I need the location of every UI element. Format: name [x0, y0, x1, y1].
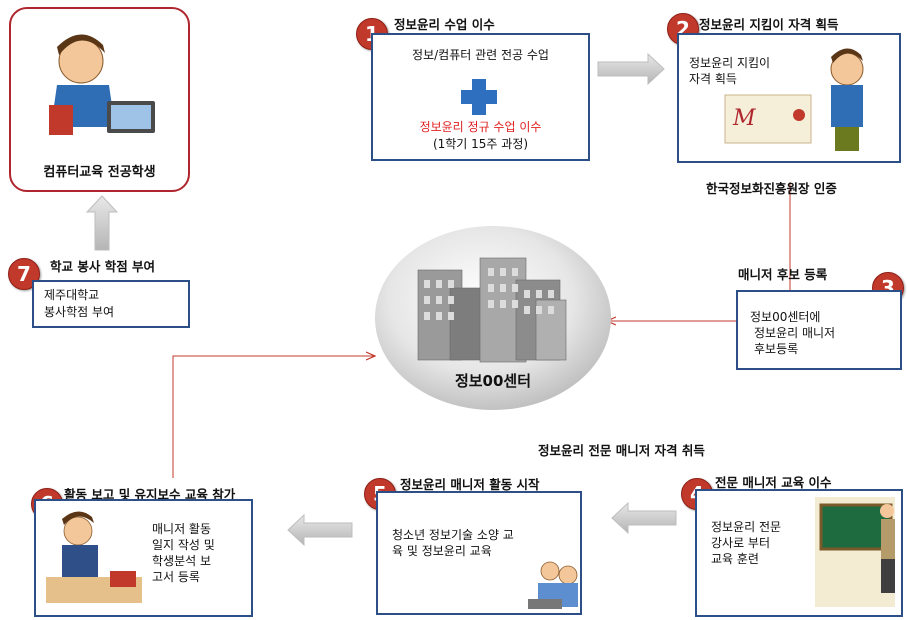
certificate-icon: M — [724, 48, 864, 151]
report-writer-icon — [46, 511, 142, 603]
teacher-icon — [815, 497, 895, 607]
step-7-title: 학교 봉사 학점 부여 — [50, 259, 156, 274]
step-3-title: 매니저 후보 등록 — [738, 267, 828, 282]
step-5-line1: 청소년 정보기술 소양 교 — [392, 528, 514, 542]
step-1-line3: (1학기 15주 과정) — [432, 137, 529, 151]
step-7-box: 제주대학교 봉사학점 부여 — [32, 280, 190, 328]
step-5-box: 청소년 정보기술 소양 교 육 및 정보윤리 교육 — [376, 491, 582, 615]
step-6-title: 활동 보고 및 유지보수 교육 참가 — [64, 487, 236, 502]
svg-text:M: M — [732, 106, 756, 131]
student-label: 컴퓨터교육 전공학생 — [43, 165, 156, 180]
step-3-box: 정보00센터에 정보윤리 매니저 후보등록 — [736, 290, 902, 370]
step-2-box: 정보윤리 지킴이 자격 획득 M — [677, 33, 901, 163]
center-label: 정보00센터 — [454, 372, 532, 390]
step-4-line3: 교육 훈련 — [711, 552, 759, 566]
step-3-line2: 정보윤리 매니저 — [754, 326, 836, 340]
step-1-title: 정보윤리 수업 이수 — [394, 17, 495, 32]
step-4-line1: 정보윤리 전문 — [711, 520, 782, 534]
students-icon — [528, 561, 578, 609]
step-6-line1: 매니저 활동 — [152, 522, 212, 536]
arrow-7-to-student — [85, 195, 119, 251]
step-7-line1: 제주대학교 — [44, 288, 100, 302]
step-6-line4: 고서 등록 — [152, 570, 200, 584]
step-2-body1: 정보윤리 지킴이 — [689, 56, 771, 70]
step-3-line1: 정보00센터에 — [750, 310, 821, 324]
arrow-5-to-6 — [287, 513, 353, 547]
step-4-caption: 정보윤리 전문 매니저 자격 취득 — [538, 443, 705, 458]
step-6-line2: 일지 작성 및 — [152, 538, 215, 552]
step-1-line1: 정보/컴퓨터 관련 전공 수업 — [412, 48, 549, 62]
student-laptop-icon — [49, 34, 155, 135]
arrow-4-to-5 — [611, 501, 677, 535]
step-1-box: 정보/컴퓨터 관련 전공 수업 정보윤리 정규 수업 이수 (1학기 15주 과… — [371, 33, 590, 161]
arrow-6-to-center — [172, 356, 374, 478]
plus-icon — [461, 79, 497, 115]
step-3-line3: 후보등록 — [754, 342, 799, 356]
step-2-caption: 한국정보화진흥원장 인증 — [706, 181, 837, 196]
step-7-line2: 봉사학점 부여 — [44, 305, 115, 319]
step-5-title: 정보윤리 매니저 활동 시작 — [400, 477, 540, 492]
step-6-line3: 학생분석 보 — [152, 554, 212, 568]
step-2-body2: 자격 획득 — [689, 72, 737, 86]
step-4-line2: 강사로 부터 — [711, 536, 771, 550]
step-5-line2: 육 및 정보윤리 교육 — [392, 544, 492, 558]
step-1-line2: 정보윤리 정규 수업 이수 — [419, 120, 542, 134]
step-7-badge: 7 — [8, 258, 40, 290]
student-card: 컴퓨터교육 전공학생 — [9, 7, 190, 192]
arrow-1-to-2 — [597, 52, 665, 86]
step-2-title: 정보윤리 지킴이 자격 획득 — [699, 17, 839, 32]
step-6-box: 매니저 활동 일지 작성 및 학생분석 보 고서 등록 — [34, 499, 253, 617]
step-4-box: 정보윤리 전문 강사로 부터 교육 훈련 — [695, 489, 903, 617]
step-4-title: 전문 매니저 교육 이수 — [715, 475, 832, 490]
